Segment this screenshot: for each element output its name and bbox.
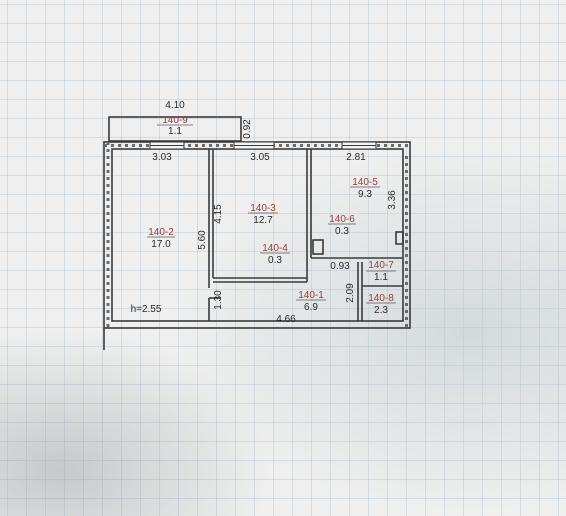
room-area-140-4: 0.3 [268, 255, 282, 266]
windows [149, 141, 377, 150]
room-code-140-7: 140-7 [368, 260, 394, 271]
room-code-140-5: 140-5 [352, 177, 378, 188]
code-underlines [147, 124, 396, 304]
dim-hall-width: 1.30 [213, 290, 224, 310]
room-area-140-7: 1.1 [374, 272, 388, 283]
room-code-140-2: 140-2 [148, 227, 174, 238]
dim-room2-width: 3.03 [152, 152, 172, 163]
room-area-140-9: 1.1 [168, 126, 182, 137]
dimension-labels: 4.10 0.92 3.03 3.05 2.81 5.60 4.15 3.36 … [131, 100, 398, 325]
dim-bath-length: 2.09 [345, 283, 356, 303]
room-code-140-1: 140-1 [298, 290, 324, 301]
dim-wc-width: 0.93 [330, 261, 350, 272]
room-area-140-3: 12.7 [253, 215, 273, 226]
room-area-140-1: 6.9 [304, 302, 318, 313]
room-area-140-2: 17.0 [151, 239, 171, 250]
room-code-140-3: 140-3 [250, 203, 276, 214]
room-code-140-8: 140-8 [368, 293, 394, 304]
ceiling-height-label: h=2.55 [131, 304, 162, 315]
wall-niche [395, 231, 404, 245]
room-area-140-8: 2.3 [374, 305, 388, 316]
dim-room2-length: 5.60 [197, 230, 208, 250]
room-labels: 140-9 1.1 140-2 17.0 140-3 12.7 140-4 0.… [148, 115, 394, 316]
balcony-outline [108, 116, 242, 142]
room-area-140-5: 9.3 [358, 189, 372, 200]
dim-balcony-depth: 0.92 [242, 119, 253, 139]
room-area-140-6: 0.3 [335, 226, 349, 237]
dim-room5-width: 2.81 [346, 152, 366, 163]
room-code-140-9: 140-9 [162, 115, 188, 126]
dim-room3-length: 4.15 [213, 204, 224, 224]
room-code-140-6: 140-6 [329, 214, 355, 225]
dim-balcony-width: 4.10 [165, 100, 185, 111]
room-code-140-4: 140-4 [262, 243, 288, 254]
dim-hall-length: 4.66 [276, 314, 296, 325]
dim-room3-width: 3.05 [250, 152, 270, 163]
closet-box [312, 239, 324, 255]
dim-room5-length: 3.36 [387, 190, 398, 210]
